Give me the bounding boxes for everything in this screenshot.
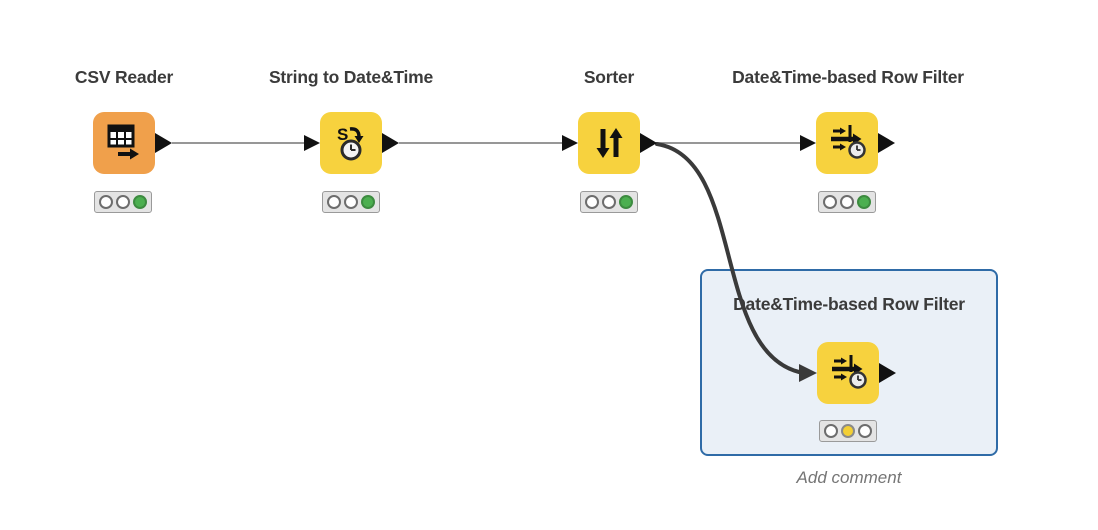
node-csv-reader[interactable] xyxy=(93,112,155,174)
sorter-icon xyxy=(596,128,623,158)
status-lights-string-to-datetime xyxy=(322,191,380,213)
csv-reader-icon xyxy=(107,124,139,160)
node-label-row-filter-2[interactable]: Date&Time-based Row Filter xyxy=(733,294,965,314)
node-label-string-to-datetime[interactable]: String to Date&Time xyxy=(268,67,434,87)
status-lights-row-filter-1 xyxy=(818,191,876,213)
output-port-string-to-datetime[interactable] xyxy=(382,133,399,153)
output-port-sorter[interactable] xyxy=(640,133,657,153)
node-sorter[interactable] xyxy=(578,112,640,174)
input-port-row-filter-1[interactable] xyxy=(800,135,816,151)
svg-text:S: S xyxy=(337,125,348,144)
node-label-sorter[interactable]: Sorter xyxy=(583,67,635,87)
node-label-row-filter-1[interactable]: Date&Time-based Row Filter xyxy=(732,67,964,87)
node-row-filter-1[interactable] xyxy=(816,112,878,174)
input-port-string-to-datetime[interactable] xyxy=(304,135,320,151)
node-row-filter-2[interactable] xyxy=(817,342,879,404)
string-to-datetime-icon: S xyxy=(337,125,364,161)
node-string-to-datetime[interactable]: S xyxy=(320,112,382,174)
output-port-csv-reader[interactable] xyxy=(155,133,172,153)
datetime-row-filter-icon xyxy=(831,125,866,159)
status-lights-row-filter-2 xyxy=(819,420,877,442)
add-comment-button[interactable]: Add comment xyxy=(796,468,902,487)
datetime-row-filter-icon xyxy=(832,355,867,389)
status-lights-csv-reader xyxy=(94,191,152,213)
node-label-csv-reader[interactable]: CSV Reader xyxy=(74,67,174,87)
status-lights-sorter xyxy=(580,191,638,213)
input-port-sorter[interactable] xyxy=(562,135,578,151)
output-port-row-filter-1[interactable] xyxy=(878,133,895,153)
